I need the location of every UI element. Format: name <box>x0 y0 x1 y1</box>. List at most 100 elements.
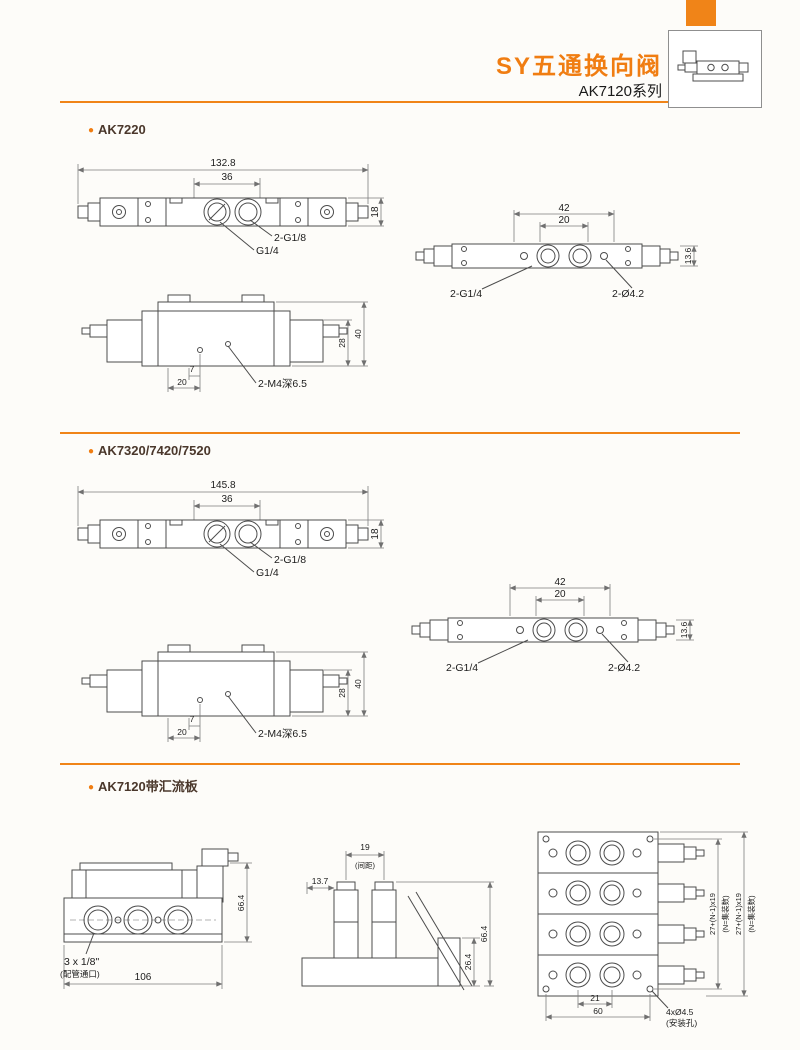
dim-h2-label: 28 <box>337 338 347 348</box>
holes-label: 2-M4深6.5 <box>258 728 307 740</box>
valve-body <box>77 519 369 549</box>
port2-label: 2-Ø4.2 <box>612 288 644 300</box>
port1-label: 2-G1/8 <box>274 554 306 566</box>
s1-top-view-drawing: 132.8 36 18 2-G1/8 G1/4 <box>77 158 384 257</box>
dim-a-label: 7 <box>190 364 195 374</box>
dim-h-label: 66.4 <box>479 925 489 942</box>
bullet-icon: ● <box>88 782 95 793</box>
port2-label: G1/4 <box>256 245 279 257</box>
dim-pitch-label: 19 <box>360 842 370 852</box>
port1-label: 2-G1/4 <box>446 662 478 674</box>
manifold-plate <box>537 831 659 997</box>
dim-h-label: 13.6 <box>679 621 689 638</box>
s2-top-view-drawing: 145.8 36 18 2-G1/8 G1/4 <box>77 480 384 579</box>
hole-label: 4xØ4.5 <box>666 1007 694 1017</box>
section1-heading: ●AK7220 <box>88 122 146 137</box>
dim-inner-label: 36 <box>221 172 233 183</box>
valve-body <box>411 617 675 643</box>
pitch-note: (间距) <box>355 861 375 870</box>
dim-h1-label: 40 <box>353 329 363 339</box>
dim-b-label: 60 <box>593 1006 603 1016</box>
dimension-lines <box>77 164 384 227</box>
dim-b-label: 26.4 <box>463 953 473 970</box>
dim-b-label: 20 <box>554 589 566 600</box>
thumbnail-valve-icon <box>677 50 749 82</box>
dimension-lines <box>545 831 748 1021</box>
dim-height-label: 18 <box>370 206 381 218</box>
s3-manifold-top-drawing: 27+(N-1)x19 (N=集装数) 27+(N-1)x19 (N=集装数) … <box>537 831 756 1028</box>
dim-v1-note: (N=集装数) <box>720 895 730 933</box>
leader-lines <box>651 990 669 1009</box>
leader-lines <box>219 541 273 573</box>
dim-a-label: 13.7 <box>312 876 329 886</box>
dim-a-label: 42 <box>554 577 566 588</box>
corner-tab <box>686 0 716 26</box>
holes-label: 2-M4深6.5 <box>258 378 307 390</box>
header-rule <box>60 101 740 103</box>
dim-h2-label: 28 <box>337 688 347 698</box>
port1-label: 2-G1/8 <box>274 232 306 244</box>
leader-lines <box>227 345 257 384</box>
valve-body <box>415 243 679 269</box>
section1-title: AK7220 <box>98 122 146 137</box>
dim-v2-note: (N=集装数) <box>746 895 756 933</box>
dimension-lines <box>167 301 368 392</box>
leader-lines <box>481 259 633 290</box>
bullet-icon: ● <box>88 125 95 136</box>
s3-manifold-side-drawing: 19 (间距) 13.7 66.4 26.4 <box>301 842 494 991</box>
s2-front-view-drawing: 28 40 7 20 2-M4深6.5 <box>81 644 368 742</box>
dim-height-label: 18 <box>370 528 381 540</box>
dimension-lines <box>167 651 368 742</box>
dim-h-label: 66.4 <box>236 894 246 911</box>
s3-manifold-front-drawing: 66.4 106 3 x 1/8" (配管通口) <box>60 848 252 989</box>
leader-lines <box>227 695 257 734</box>
dim-h-label: 13.6 <box>683 247 693 264</box>
leader-lines <box>477 633 629 664</box>
dimension-lines <box>77 486 384 549</box>
page-title: SY五通换向阀 <box>495 53 662 80</box>
dim-b-label: 20 <box>177 377 187 387</box>
s1-front-view-drawing: 28 40 7 20 2-M4深6.5 <box>81 294 368 392</box>
bullet-icon: ● <box>88 446 95 457</box>
section3-title: AK7120带汇流板 <box>98 779 198 794</box>
valve-body <box>81 294 348 367</box>
valve-body <box>77 197 369 227</box>
section2-heading: ●AK7320/7420/7520 <box>88 443 211 458</box>
s2-side-view-drawing: 42 20 13.6 2-G1/4 2-Ø4.2 <box>411 577 694 674</box>
dim-w-label: 106 <box>135 972 152 983</box>
section3-heading: ●AK7120带汇流板 <box>88 776 198 795</box>
page-series: AK7120系列 <box>578 83 662 100</box>
leader-lines <box>219 219 273 251</box>
dim-total-label: 132.8 <box>210 158 235 169</box>
product-thumbnail <box>668 30 762 108</box>
dimension-lines <box>513 210 698 267</box>
section2-title: AK7320/7420/7520 <box>98 443 211 458</box>
port1-label: 2-G1/4 <box>450 288 482 300</box>
dim-total-label: 145.8 <box>210 480 235 491</box>
port2-label: 2-Ø4.2 <box>608 662 640 674</box>
dimension-lines <box>63 862 252 989</box>
dim-h1-label: 40 <box>353 679 363 689</box>
dimension-lines <box>306 851 494 987</box>
dim-b-label: 20 <box>177 727 187 737</box>
port2-label: G1/4 <box>256 567 279 579</box>
valve-body <box>81 644 348 717</box>
leader-lines <box>85 932 95 955</box>
dim-b-label: 20 <box>558 215 570 226</box>
dim-a-label: 7 <box>190 714 195 724</box>
port-note: (配管通口) <box>60 969 100 979</box>
dim-a-label: 21 <box>590 993 600 1003</box>
dimension-lines <box>509 584 694 641</box>
manifold-body <box>301 881 473 991</box>
port-label: 3 x 1/8" <box>64 956 100 968</box>
dim-inner-label: 36 <box>221 494 233 505</box>
hole-note: (安装孔) <box>666 1018 697 1028</box>
manifold-body <box>63 848 239 943</box>
dim-v1-label: 27+(N-1)x19 <box>708 893 717 935</box>
section-divider <box>60 763 740 765</box>
s1-side-view-drawing: 42 20 13.6 2-G1/4 2-Ø4.2 <box>415 203 698 300</box>
thumb-shapes <box>677 50 749 82</box>
dim-v2-label: 27+(N-1)x19 <box>734 893 743 935</box>
dim-a-label: 42 <box>558 203 570 214</box>
